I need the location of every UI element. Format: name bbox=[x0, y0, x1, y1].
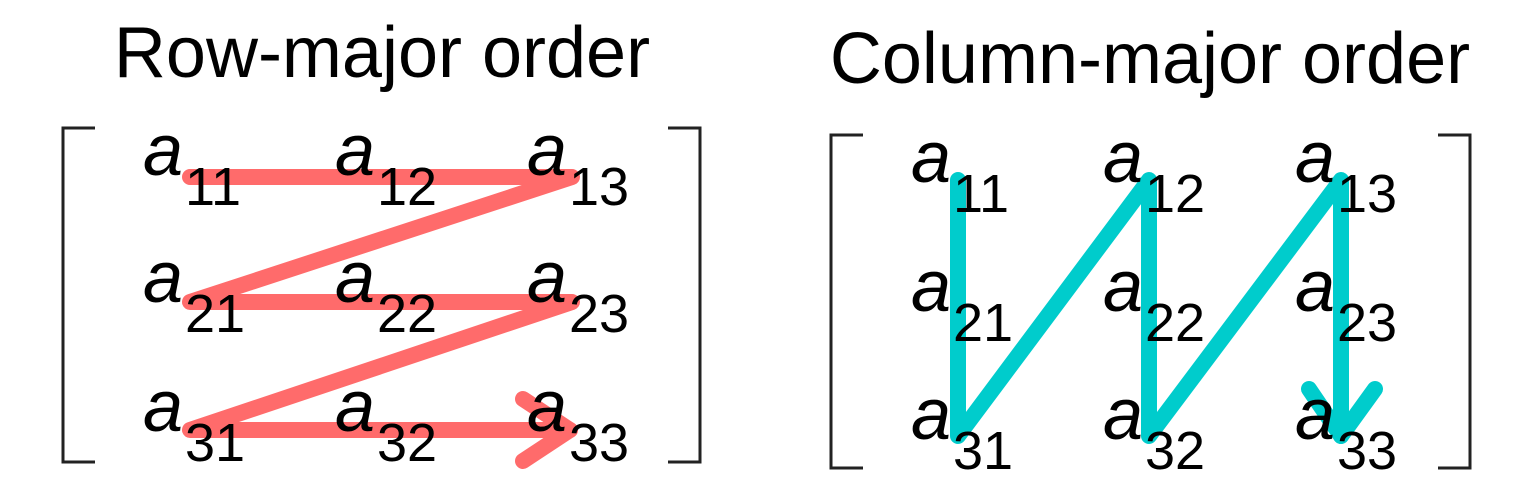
column-major-element-subscript: 31 bbox=[953, 421, 1013, 481]
row-major-element-letter: a bbox=[527, 238, 567, 318]
column-major-element-subscript: 23 bbox=[1337, 293, 1397, 353]
row-major-right-bracket bbox=[668, 126, 702, 464]
column-major-element-letter: a bbox=[1295, 375, 1335, 455]
row-major-element-subscript: 32 bbox=[377, 413, 437, 473]
column-major-traversal-path bbox=[950, 172, 1383, 444]
column-major-element-subscript: 33 bbox=[1337, 421, 1397, 481]
row-major-element-letter: a bbox=[143, 367, 183, 447]
row-major-element-subscript: 31 bbox=[185, 413, 245, 473]
column-major-element-subscript: 32 bbox=[1145, 421, 1205, 481]
row-major-element-subscript: 11 bbox=[185, 157, 241, 217]
column-major-element-letter: a bbox=[911, 118, 951, 198]
row-major-element-letter: a bbox=[335, 367, 375, 447]
row-major-element-letter: a bbox=[335, 111, 375, 191]
column-major-arrowhead bbox=[1301, 381, 1383, 444]
row-major-element-subscript: 23 bbox=[569, 284, 629, 344]
column-major-right-bracket bbox=[1438, 133, 1472, 470]
column-major-element-subscript: 22 bbox=[1145, 293, 1205, 353]
row-major-traversal-path bbox=[182, 169, 580, 469]
row-major-element-letter: a bbox=[143, 111, 183, 191]
row-major-left-bracket bbox=[61, 126, 95, 464]
row-major-element-subscript: 33 bbox=[569, 413, 629, 473]
column-major-element-letter: a bbox=[1103, 375, 1143, 455]
row-major-element-subscript: 21 bbox=[185, 284, 245, 344]
row-major-element-letter: a bbox=[335, 238, 375, 318]
column-major-path-line bbox=[950, 172, 1349, 444]
column-major-element-subscript: 12 bbox=[1145, 164, 1205, 224]
column-major-element-letter: a bbox=[1103, 247, 1143, 327]
row-major-element-subscript: 22 bbox=[377, 284, 437, 344]
row-major-element-letter: a bbox=[143, 238, 183, 318]
row-major-arrowhead bbox=[515, 391, 578, 469]
column-major-left-bracket bbox=[829, 133, 863, 470]
column-major-element-subscript: 13 bbox=[1337, 164, 1397, 224]
row-major-element-subscript: 13 bbox=[569, 157, 629, 217]
row-major-element-letter: a bbox=[527, 367, 567, 447]
column-major-element-letter: a bbox=[911, 247, 951, 327]
row-major-title: Row-major order bbox=[114, 13, 650, 93]
column-major-title: Column-major order bbox=[830, 19, 1470, 99]
column-major-element-letter: a bbox=[1295, 118, 1335, 198]
column-major-element-subscript: 21 bbox=[953, 293, 1013, 353]
row-major-path-line bbox=[182, 169, 580, 438]
column-major-element-letter: a bbox=[911, 375, 951, 455]
column-major-element-subscript: 11 bbox=[953, 164, 1009, 224]
column-major-element-letter: a bbox=[1103, 118, 1143, 198]
row-major-element-subscript: 12 bbox=[377, 157, 437, 217]
row-major-element-letter: a bbox=[527, 111, 567, 191]
column-major-element-letter: a bbox=[1295, 247, 1335, 327]
